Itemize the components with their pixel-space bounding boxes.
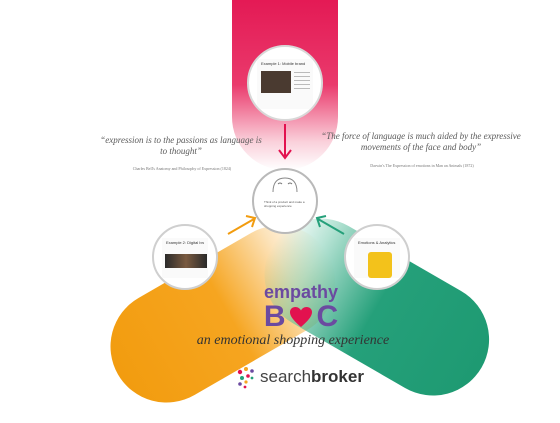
- top-node-title: Example 1: Mobile brand: [261, 61, 306, 66]
- left-node-screenshot: Example 2: Digital brand: [162, 238, 208, 278]
- center-node: Think of a product and make a shopping e…: [252, 168, 318, 234]
- searchbroker-logo: searchbroker: [236, 366, 364, 390]
- searchbroker-suffix: broker: [311, 367, 364, 386]
- b2c-logo: B C: [246, 300, 356, 334]
- b2c-letter-c: C: [316, 300, 339, 333]
- top-node-photo: [261, 71, 291, 93]
- searchbroker-wordmark: searchbroker: [260, 367, 364, 387]
- quote-right: “The force of language is much aided by …: [321, 131, 521, 152]
- right-node-screenshot: Emotions & Analytics: [354, 238, 400, 278]
- face-outline-icon: [272, 177, 298, 193]
- right-node: Emotions & Analytics: [344, 224, 410, 290]
- brand-word: empathy: [263, 282, 339, 302]
- right-node-title: Emotions & Analytics: [358, 240, 396, 245]
- left-node-photo: [165, 254, 207, 268]
- left-node: Example 2: Digital brand: [152, 224, 218, 290]
- arrow-up-left-icon: [315, 215, 345, 235]
- heart-icon: [290, 307, 312, 327]
- top-node-lines: [294, 72, 310, 92]
- quote-right-citation: Darwin's The Expression of emotions in M…: [370, 163, 474, 168]
- top-node: Example 1: Mobile brand: [247, 45, 323, 121]
- dots-logo-icon: [237, 367, 254, 389]
- quote-left: “expression is to the passions as langua…: [100, 135, 262, 156]
- top-node-screenshot: Example 1: Mobile brand: [257, 59, 313, 109]
- arrow-up-right-icon: [227, 215, 257, 235]
- b2c-letter-b: B: [263, 300, 286, 333]
- tagline: an emotional shopping experience: [196, 333, 390, 348]
- right-node-photo: [368, 252, 392, 278]
- searchbroker-prefix: search: [260, 367, 312, 386]
- left-node-title: Example 2: Digital brand: [166, 240, 204, 245]
- quote-left-citation: Charles Bell's Anatomy and Philosophy of…: [132, 166, 232, 171]
- arrow-down-icon: [278, 124, 292, 160]
- center-node-caption: Think of a product and make a shopping e…: [264, 200, 305, 208]
